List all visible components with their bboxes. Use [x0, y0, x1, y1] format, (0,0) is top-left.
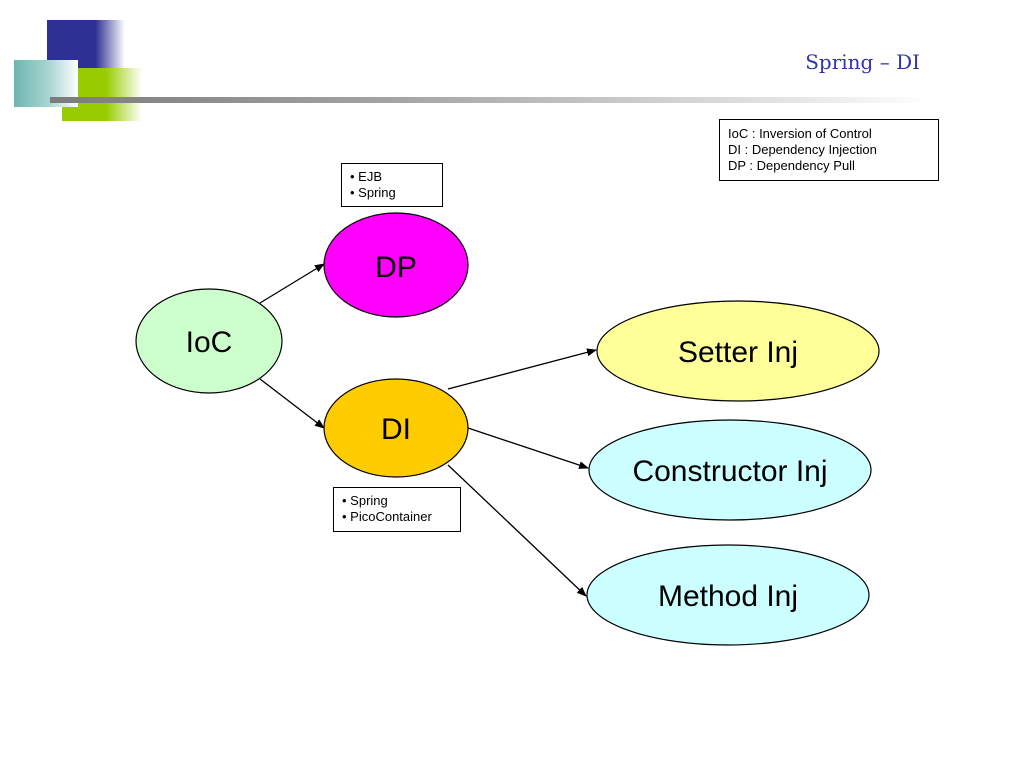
arrow-di-to-method — [447, 464, 587, 597]
node-di-label: DI — [381, 413, 411, 446]
abbreviation-legend: IoC : Inversion of Control DI : Dependen… — [719, 119, 939, 181]
node-ioc-label: IoC — [186, 326, 233, 359]
arrow-di-to-setter — [447, 348, 597, 390]
title-underline — [50, 97, 930, 103]
node-method-inj-label: Method Inj — [658, 580, 798, 613]
node-constructor-inj-shape — [588, 419, 872, 521]
di-examples-note: • Spring • PicoContainer — [333, 487, 461, 532]
node-setter-inj-shape — [596, 300, 880, 402]
dp-example-ejb: • EJB — [350, 169, 383, 184]
node-constructor-inj: Constructor Inj — [588, 419, 872, 521]
node-di: DI — [323, 378, 469, 478]
legend-line-ioc: IoC : Inversion of Control — [728, 126, 872, 141]
node-dp: DP — [323, 212, 469, 318]
arrow-di-to-constructor — [467, 427, 589, 469]
dp-examples-note: • EJB • Spring — [341, 163, 443, 207]
slide-title: Spring – DI — [805, 50, 920, 74]
node-ioc: IoC — [135, 288, 283, 394]
arrow-ioc-to-di — [259, 378, 325, 429]
di-example-picocontainer: • PicoContainer — [342, 509, 432, 524]
node-ioc-shape — [135, 288, 283, 394]
node-method-inj-shape — [586, 544, 870, 646]
arrow-ioc-to-dp — [259, 263, 325, 304]
node-setter-inj-label: Setter Inj — [678, 336, 798, 369]
di-example-spring: • Spring — [342, 493, 388, 508]
node-dp-shape — [323, 212, 469, 318]
dp-example-spring: • Spring — [350, 185, 396, 200]
legend-line-dp: DP : Dependency Pull — [728, 158, 855, 173]
legend-line-di: DI : Dependency Injection — [728, 142, 877, 157]
node-di-shape — [323, 378, 469, 478]
node-constructor-inj-label: Constructor Inj — [632, 455, 827, 488]
node-dp-label: DP — [375, 251, 417, 284]
node-setter-inj: Setter Inj — [596, 300, 880, 402]
node-method-inj: Method Inj — [586, 544, 870, 646]
